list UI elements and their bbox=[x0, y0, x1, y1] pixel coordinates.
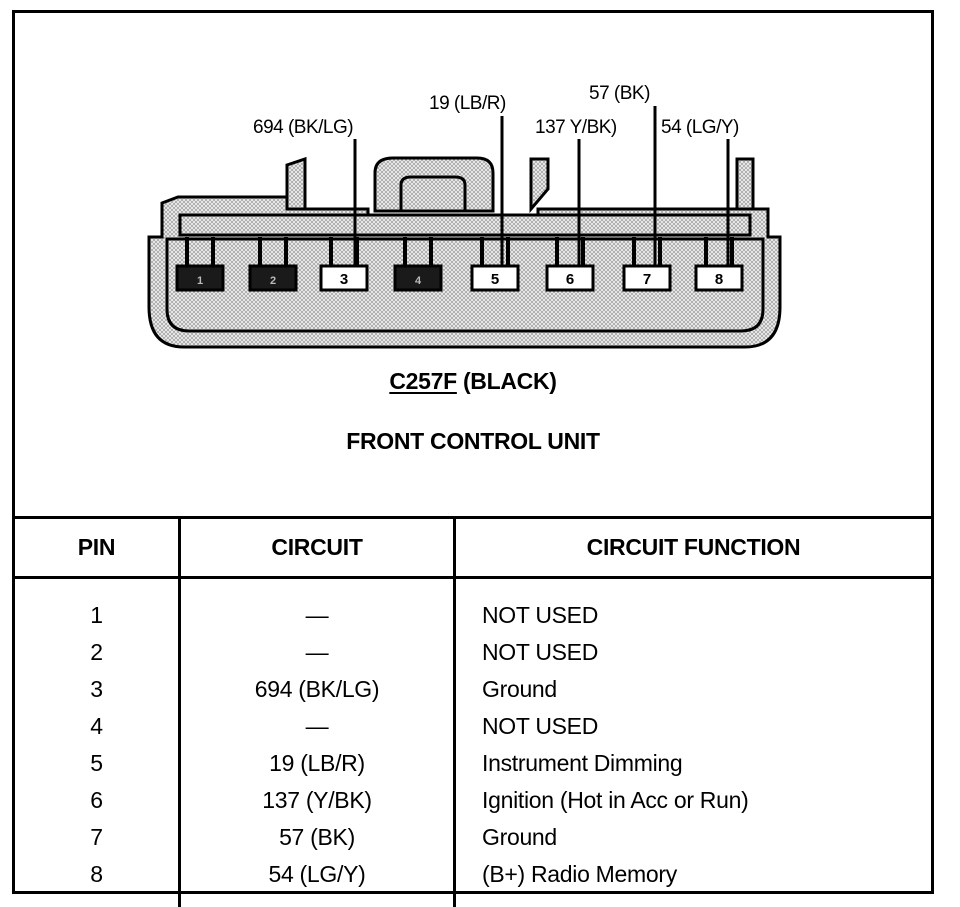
wire-label-pin6: 137 Y/BK) bbox=[535, 117, 617, 138]
pin-contact-leg bbox=[658, 237, 662, 267]
pin-number: 1 bbox=[90, 602, 103, 628]
circuit-id: 54 (LG/Y) bbox=[178, 856, 455, 907]
header-circuit: CIRCUIT bbox=[178, 516, 455, 579]
locking-rail bbox=[178, 213, 752, 237]
pin-contact-leg bbox=[284, 237, 288, 267]
pin-number: 3 bbox=[90, 676, 103, 702]
table-row: 2 —NOT USED bbox=[15, 634, 931, 671]
pin-number: 4 bbox=[90, 713, 103, 739]
table-row: 7 57 (BK)Ground bbox=[15, 819, 931, 856]
pin-5-cell bbox=[470, 264, 520, 292]
right-latch-tab bbox=[529, 157, 550, 214]
table-row: 4 —NOT USED bbox=[15, 708, 931, 745]
table-header-row: PIN CIRCUIT CIRCUIT FUNCTION bbox=[15, 516, 931, 579]
pin-8-cell bbox=[694, 264, 744, 292]
circuit-function: Ignition (Hot in Acc or Run) bbox=[453, 782, 931, 819]
pin-contact-leg bbox=[581, 237, 585, 267]
circuit-function: NOT USED bbox=[453, 577, 931, 634]
pin-1-number: 1 bbox=[197, 275, 203, 287]
pin-contact-leg bbox=[355, 237, 359, 267]
table-row: 5 19 (LB/R)Instrument Dimming bbox=[15, 745, 931, 782]
pin-contact-leg bbox=[429, 237, 433, 267]
circuit-id: — bbox=[178, 708, 455, 745]
circuit-function: Ground bbox=[453, 671, 931, 708]
left-latch-tab bbox=[285, 156, 307, 211]
pin-6-cell bbox=[545, 264, 595, 292]
circuit-id: 57 (BK) bbox=[178, 819, 455, 856]
circuit-id: — bbox=[178, 634, 455, 671]
pin-number: 6 bbox=[90, 787, 103, 813]
pin-contact-leg bbox=[555, 237, 559, 267]
circuit-id: 19 (LB/R) bbox=[178, 745, 455, 782]
pin-contact-leg bbox=[185, 237, 189, 267]
circuit-id: 694 (BK/LG) bbox=[178, 671, 455, 708]
pin-contact-leg bbox=[403, 237, 407, 267]
circuit-function: (B+) Radio Memory bbox=[453, 856, 931, 907]
pin-contact-leg bbox=[258, 237, 262, 267]
table-row: 6 137 (Y/BK)Ignition (Hot in Acc or Run) bbox=[15, 782, 931, 819]
pin-3-cell bbox=[319, 264, 369, 292]
pin-7-number: 7 bbox=[643, 271, 651, 288]
circuit-id: — bbox=[178, 577, 455, 634]
pin-contact-leg bbox=[704, 237, 708, 267]
pin-number: 8 bbox=[90, 861, 103, 887]
connector-diagram: 1 2 3 4 5 6 7 8 694 (BK/LG) 19 (LB/R) 137 Y/BK)… bbox=[15, 13, 931, 516]
connector-id: C257F (BLACK) bbox=[15, 368, 931, 395]
pin-4-number: 4 bbox=[415, 275, 422, 287]
pin-contact-leg bbox=[480, 237, 484, 267]
pin-contact-leg bbox=[211, 237, 215, 267]
wire-label-pin5: 19 (LB/R) bbox=[429, 93, 506, 114]
connector-color: (BLACK) bbox=[462, 368, 557, 394]
circuit-function: NOT USED bbox=[453, 708, 931, 745]
pin-6-number: 6 bbox=[566, 271, 574, 288]
pin-contact-leg bbox=[730, 237, 734, 267]
pin-5-number: 5 bbox=[491, 271, 499, 288]
pin-number: 7 bbox=[90, 824, 103, 850]
end-latch-tab bbox=[735, 157, 755, 211]
pin-contact-leg bbox=[506, 237, 510, 267]
pin-2-number: 2 bbox=[270, 275, 276, 287]
wire-label-pin8: 54 (LG/Y) bbox=[661, 117, 739, 138]
pin-2-cell bbox=[248, 264, 298, 292]
table-row: 1 —NOT USED bbox=[15, 577, 931, 634]
header-circuit-function: CIRCUIT FUNCTION bbox=[453, 516, 931, 579]
unit-name: FRONT CONTROL UNIT bbox=[346, 428, 600, 454]
pin-7-cell bbox=[622, 264, 672, 292]
pin-contact-leg bbox=[632, 237, 636, 267]
pin-4-cell bbox=[393, 264, 443, 292]
header-pin: PIN bbox=[15, 516, 180, 579]
connector-code: C257F bbox=[389, 368, 457, 394]
pin-number: 5 bbox=[90, 750, 103, 776]
circuit-id: 137 (Y/BK) bbox=[178, 782, 455, 819]
pin-1-cell bbox=[175, 264, 225, 292]
pin-contact-leg bbox=[329, 237, 333, 267]
pin-cavity bbox=[165, 237, 765, 333]
circuit-function: NOT USED bbox=[453, 634, 931, 671]
table-row: 8 54 (LG/Y)(B+) Radio Memory bbox=[15, 856, 931, 907]
diagram-frame: 1 2 3 4 5 6 7 8 694 (BK/LG) 19 (LB/R) 137 Y/BK)… bbox=[12, 10, 934, 907]
circuit-function: Ground bbox=[453, 819, 931, 856]
center-latch bbox=[373, 156, 495, 213]
pin-number: 2 bbox=[90, 639, 103, 665]
wire-label-pin7: 57 (BK) bbox=[589, 83, 650, 104]
circuit-function: Instrument Dimming bbox=[453, 745, 931, 782]
wire-label-pin3: 694 (BK/LG) bbox=[253, 117, 354, 138]
pin-3-number: 3 bbox=[340, 271, 348, 288]
pin-8-number: 8 bbox=[715, 271, 723, 288]
table-row: 3 694 (BK/LG)Ground bbox=[15, 671, 931, 708]
connector-drawing: 1 2 3 4 5 6 7 8 bbox=[147, 106, 782, 349]
